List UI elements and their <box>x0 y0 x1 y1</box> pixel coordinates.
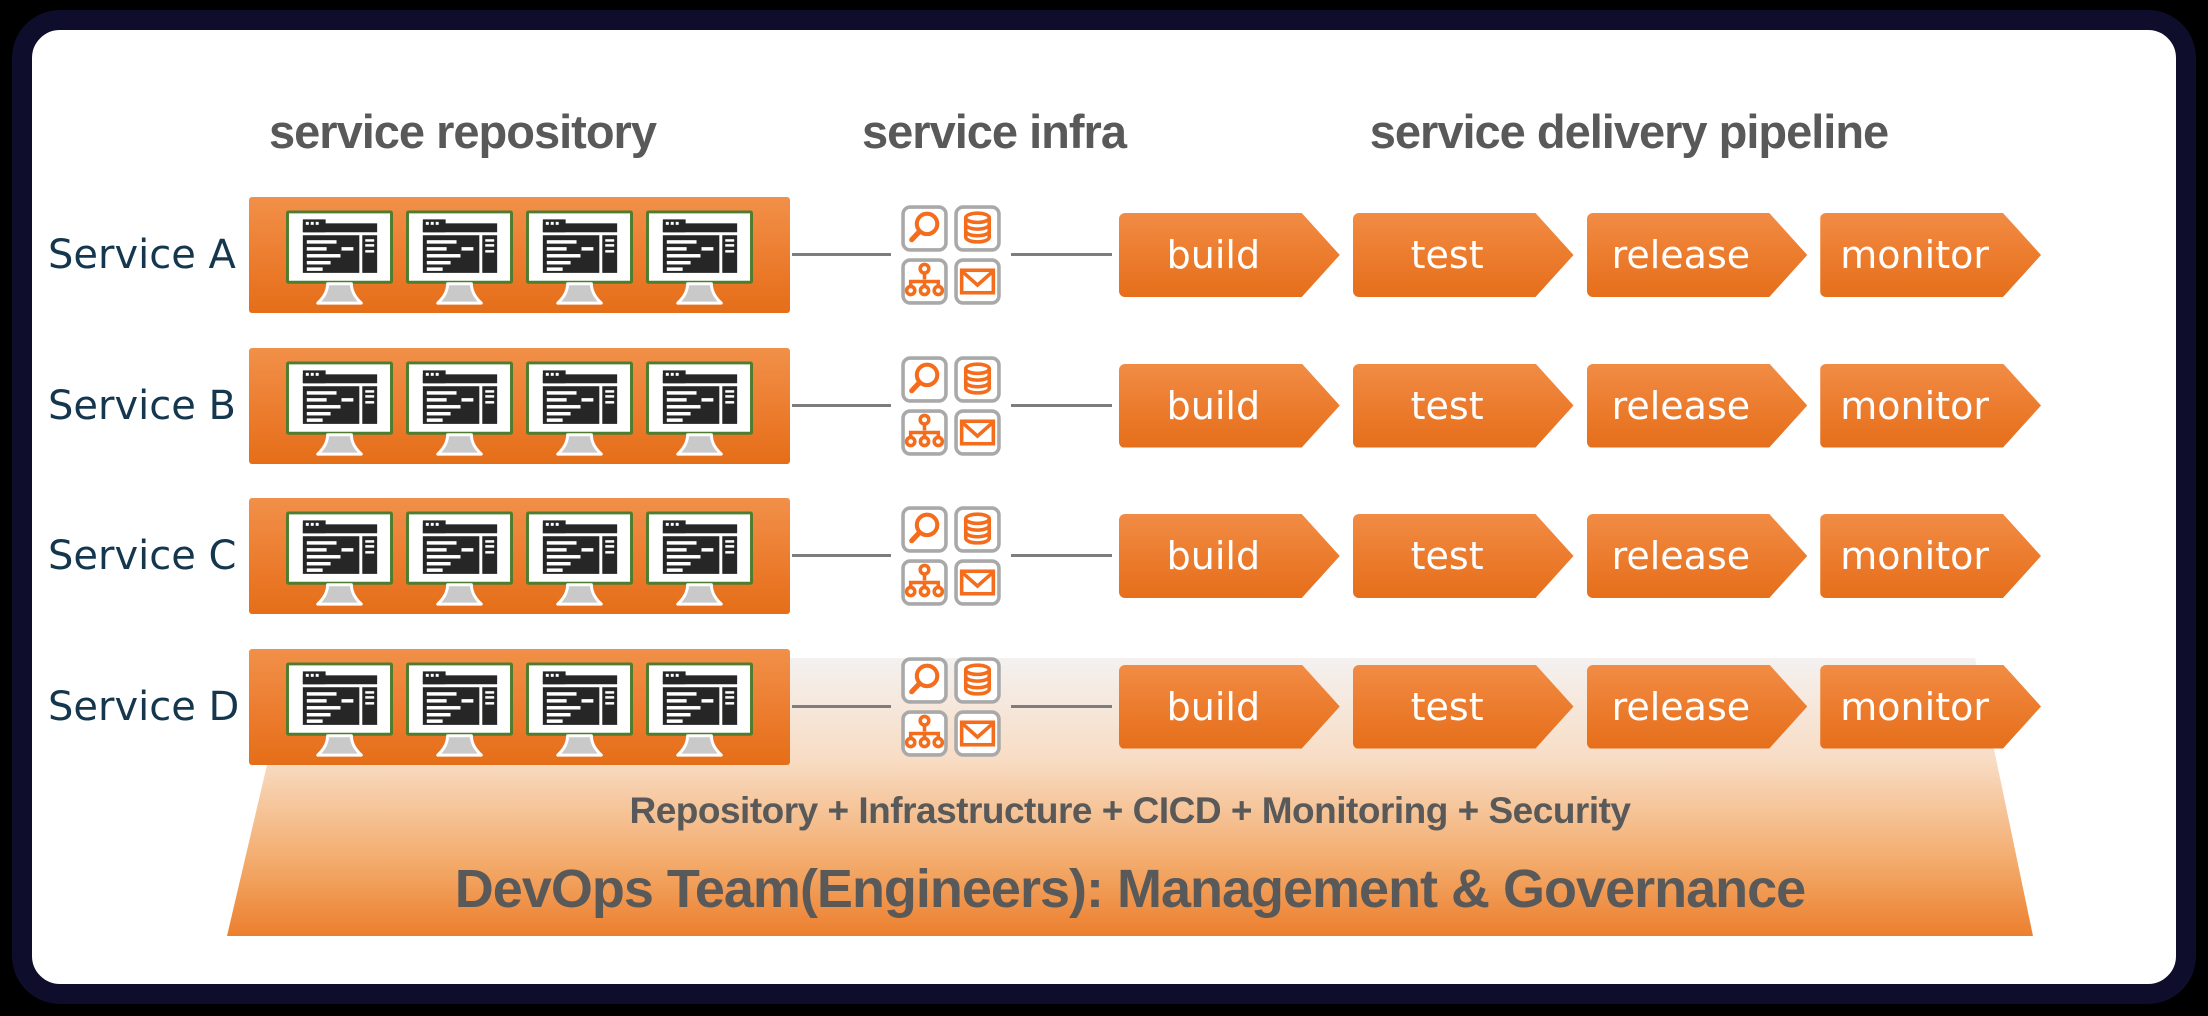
service-infra-group <box>901 356 1001 456</box>
mail-icon <box>954 559 1001 606</box>
pipeline-stage-label: test <box>1410 534 1484 578</box>
service-row: Service B build test release <box>0 347 2208 464</box>
pipeline-stage-monitor: monitor <box>1820 364 2041 448</box>
service-infra-group <box>901 506 1001 606</box>
pipeline-stage-build: build <box>1119 665 1340 749</box>
monitor-icon <box>526 361 633 461</box>
monitor-icon <box>646 662 753 762</box>
monitor-icon <box>286 210 393 310</box>
database-icon <box>954 205 1001 252</box>
pipeline-stage-build: build <box>1119 514 1340 598</box>
monitor-icon <box>526 511 633 611</box>
pipeline-stage-build: build <box>1119 364 1340 448</box>
monitor-icon <box>406 662 513 762</box>
pipeline-stage-label: test <box>1410 383 1484 428</box>
monitor-icon <box>646 511 753 611</box>
pipeline: build test release monitor <box>1119 514 2041 598</box>
database-icon <box>954 506 1001 553</box>
sitemap-icon <box>901 409 948 456</box>
search-icon <box>901 657 948 704</box>
pipeline-stage-release: release <box>1587 514 1808 598</box>
database-icon <box>954 356 1001 403</box>
header-service-delivery-pipeline: service delivery pipeline <box>1369 105 1889 158</box>
pipeline-stage-label: monitor <box>1840 383 1989 428</box>
monitor-icon <box>286 662 393 762</box>
pipeline: build test release monitor <box>1119 665 2041 749</box>
monitor-icon <box>646 210 753 310</box>
pipeline-stage-monitor: monitor <box>1820 213 2041 297</box>
service-row: Service D build test release <box>0 648 2208 765</box>
pipeline: build test release monitor <box>1119 364 2041 448</box>
service-label: Service A <box>48 232 236 278</box>
pipeline-stage-label: build <box>1166 233 1261 277</box>
search-icon <box>901 205 948 252</box>
mail-icon <box>954 710 1001 757</box>
pipeline-stage-monitor: monitor <box>1820 514 2041 598</box>
service-repository-box <box>249 197 790 313</box>
platform-capabilities-text: Repository + Infrastructure + CICD + Mon… <box>629 790 1631 831</box>
connector-line-left <box>792 704 891 708</box>
service-infra-group <box>901 205 1001 305</box>
pipeline-stage-release: release <box>1587 213 1808 297</box>
mail-icon <box>954 258 1001 305</box>
service-infra-group <box>901 657 1001 757</box>
pipeline-stage-release: release <box>1587 665 1808 749</box>
search-icon <box>901 356 948 403</box>
pipeline-stage-label: release <box>1611 684 1751 729</box>
connector-line-right <box>1011 554 1112 557</box>
pipeline-stage-release: release <box>1587 364 1808 448</box>
connector-line-right <box>1011 253 1112 256</box>
sitemap-icon <box>901 710 948 757</box>
sitemap-icon <box>901 258 948 305</box>
service-label: Service D <box>48 683 240 730</box>
pipeline-stage-label: build <box>1166 534 1261 578</box>
pipeline-stage-test: test <box>1353 213 1574 297</box>
pipeline-stage-build: build <box>1119 213 1340 297</box>
connector-line-right <box>1011 704 1112 708</box>
monitor-icon <box>286 361 393 461</box>
mail-icon <box>954 409 1001 456</box>
pipeline-stage-label: test <box>1410 233 1484 277</box>
sitemap-icon <box>901 559 948 606</box>
pipeline-stage-label: test <box>1410 684 1484 729</box>
monitor-icon <box>406 361 513 461</box>
pipeline: build test release monitor <box>1119 213 2041 297</box>
pipeline-stage-label: monitor <box>1840 534 1989 578</box>
connector-line-left <box>792 403 891 407</box>
service-label: Service C <box>48 533 237 579</box>
pipeline-stage-test: test <box>1353 364 1574 448</box>
connector-line-left <box>792 253 891 256</box>
database-icon <box>954 657 1001 704</box>
monitor-icon <box>286 511 393 611</box>
monitor-icon <box>526 210 633 310</box>
connector-line-right <box>1011 403 1112 407</box>
search-icon <box>901 506 948 553</box>
pipeline-stage-label: release <box>1611 534 1751 578</box>
service-label: Service B <box>48 382 236 429</box>
service-repository-box <box>249 347 790 464</box>
pipeline-stage-label: monitor <box>1840 684 1989 729</box>
devops-team-text: DevOps Team(Engineers): Management & Gov… <box>454 859 1806 919</box>
pipeline-stage-monitor: monitor <box>1820 665 2041 749</box>
pipeline-stage-label: build <box>1166 684 1261 729</box>
monitor-icon <box>526 662 633 762</box>
monitor-icon <box>646 361 753 461</box>
pipeline-stage-label: release <box>1611 233 1751 277</box>
monitor-icon <box>406 511 513 611</box>
pipeline-stage-label: release <box>1611 383 1751 428</box>
service-row: Service A build test release <box>0 197 2208 313</box>
header-service-repository: service repository <box>269 105 657 158</box>
pipeline-stage-label: monitor <box>1840 233 1989 277</box>
monitor-icon <box>406 210 513 310</box>
service-row: Service C build test release <box>0 498 2208 614</box>
service-repository-box <box>249 498 790 614</box>
pipeline-stage-test: test <box>1353 514 1574 598</box>
pipeline-stage-test: test <box>1353 665 1574 749</box>
connector-line-left <box>792 554 891 557</box>
pipeline-stage-label: build <box>1166 383 1261 428</box>
header-service-infra: service infra <box>862 105 1127 158</box>
service-repository-box <box>249 648 790 765</box>
